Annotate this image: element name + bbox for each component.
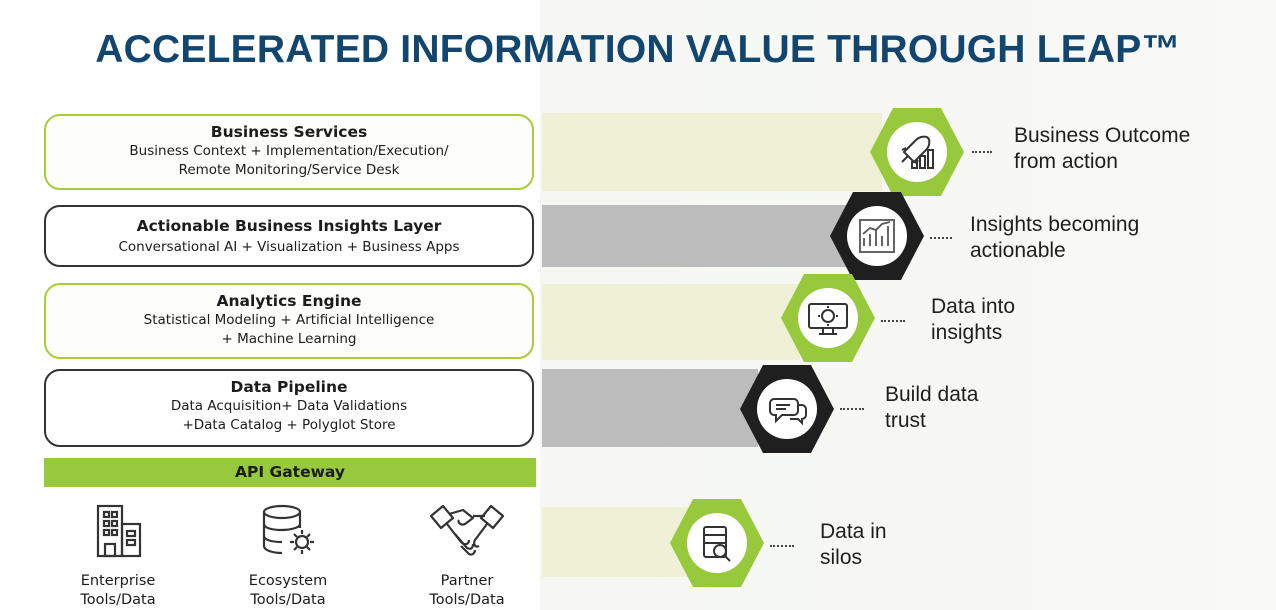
connector-insights (930, 237, 952, 239)
server-search-icon (703, 526, 731, 562)
source-ecosystem: Ecosystem Tools/Data (208, 502, 368, 610)
source-partner: Partner Tools/Data (387, 502, 547, 610)
connector-data-trust (840, 408, 864, 410)
source-label: Ecosystem Tools/Data (248, 573, 328, 608)
chat-bubbles-icon (769, 398, 807, 426)
api-gateway-bar: API Gateway (44, 458, 536, 487)
connector-data-silos (770, 545, 794, 547)
monitor-gear-icon (808, 303, 848, 335)
level-label-data-silos: Data in silos (820, 520, 887, 569)
layer-title: Actionable Business Insights Layer (136, 217, 442, 235)
building-icon (38, 502, 198, 560)
layer-title: Analytics Engine (216, 292, 362, 310)
level-band-insights (542, 205, 846, 267)
connector-business-outcome (972, 151, 992, 153)
source-label: Enterprise Tools/Data (80, 573, 156, 608)
level-band-data-trust (542, 369, 758, 447)
level-hex-data-insights (779, 270, 877, 366)
handshake-icon (387, 502, 547, 560)
source-enterprise: Enterprise Tools/Data (38, 502, 198, 610)
level-band-data-silos (542, 507, 690, 577)
layer-title: Data Pipeline (230, 378, 348, 396)
level-hex-business-outcome (868, 104, 966, 200)
analytics-chart-icon (859, 219, 895, 253)
level-hex-insights (828, 188, 926, 284)
layer-business-services: Business Services Business Context + Imp… (44, 114, 534, 190)
layer-subtitle: Data Acquisition+ Data Validations +Data… (170, 398, 408, 433)
page-title: ACCELERATED INFORMATION VALUE THROUGH LE… (95, 28, 1181, 71)
layer-actionable-insights: Actionable Business Insights Layer Conve… (44, 205, 534, 267)
level-hex-data-silos (668, 495, 766, 591)
level-label-business-outcome: Business Outcome from action (1014, 124, 1191, 173)
level-label-data-trust: Build data trust (885, 383, 979, 432)
layer-title: Business Services (210, 123, 368, 141)
connector-data-insights (881, 320, 905, 322)
layer-data-pipeline: Data Pipeline Data Acquisition+ Data Val… (44, 369, 534, 447)
layer-subtitle: Conversational AI + Visualization + Busi… (118, 239, 460, 255)
level-label-insights: Insights becoming actionable (970, 213, 1140, 262)
level-band-business-outcome (542, 113, 882, 191)
layer-analytics-engine: Analytics Engine Statistical Modeling + … (44, 283, 534, 359)
source-label: Partner Tools/Data (429, 573, 505, 608)
level-band-data-insights (542, 284, 800, 360)
level-label-data-insights: Data into insights (931, 295, 1016, 344)
layer-subtitle: Business Context + Implementation/Execut… (129, 143, 449, 178)
rocket-chart-icon (901, 135, 934, 169)
level-hex-data-trust (738, 361, 836, 457)
layer-subtitle: Statistical Modeling + Artificial Intell… (143, 312, 435, 347)
database-gear-icon (208, 502, 368, 560)
